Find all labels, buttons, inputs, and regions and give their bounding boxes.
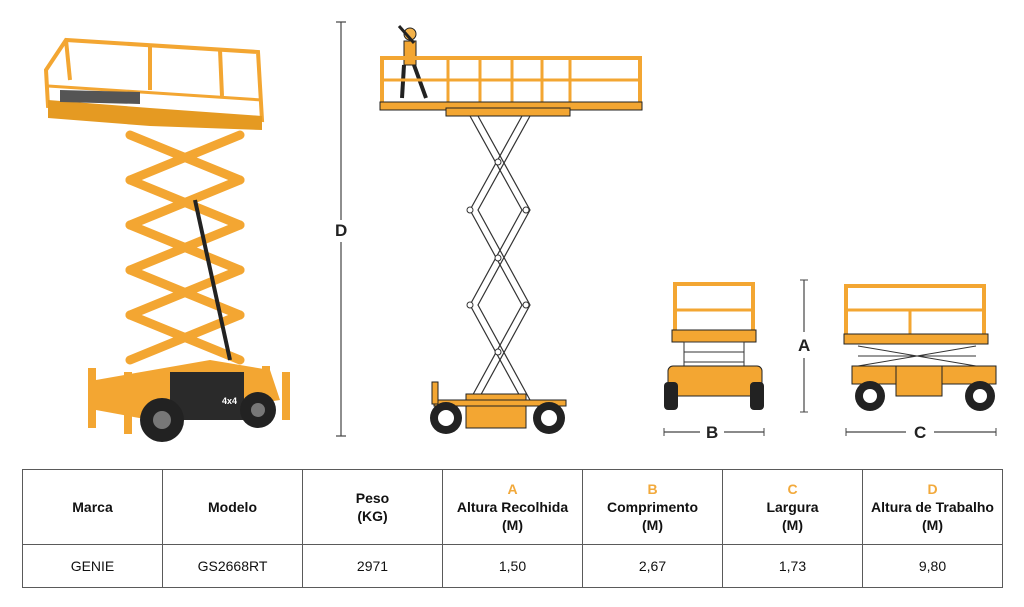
dimension-label-c: C <box>914 423 927 442</box>
table-header-row: Marca Modelo Peso (KG) A Altura Recolhid… <box>22 469 1003 545</box>
cell-comprimento: 2,67 <box>582 544 723 588</box>
scissor-lift-photo: 4x4 <box>43 37 290 442</box>
machine-decal: 4x4 <box>222 396 237 406</box>
lift-side-view <box>379 25 643 434</box>
cell-marca: GENIE <box>22 544 163 588</box>
dimension-c-line <box>845 428 997 436</box>
dimension-d-line <box>334 21 348 437</box>
header-modelo: Modelo <box>162 469 303 545</box>
cell-altura-trabalho: 9,80 <box>862 544 1003 588</box>
cell-peso: 2971 <box>302 544 443 588</box>
header-peso: Peso (KG) <box>302 469 443 545</box>
header-altura-trabalho: D Altura de Trabalho (M) <box>862 469 1003 545</box>
header-largura: C Largura (M) <box>722 469 863 545</box>
dimension-a-line <box>800 279 808 413</box>
dimension-label-d: D <box>335 221 348 240</box>
illustration-area: 4x4 <box>43 21 997 442</box>
header-altura-recolhida: A Altura Recolhida (M) <box>442 469 583 545</box>
header-comprimento: B Comprimento (M) <box>582 469 723 545</box>
dimension-label-a: A <box>798 336 811 355</box>
lift-front-view <box>664 282 764 410</box>
worker-figure <box>397 25 428 99</box>
table-row: GENIE GS2668RT 2971 1,50 2,67 1,73 9,80 <box>22 544 1003 588</box>
cell-modelo: GS2668RT <box>162 544 303 588</box>
cell-largura: 1,73 <box>722 544 863 588</box>
header-marca: Marca <box>22 469 163 545</box>
dimension-label-b: B <box>706 423 719 442</box>
spec-table: Marca Modelo Peso (KG) A Altura Recolhid… <box>22 469 1003 588</box>
dimension-b-line <box>663 428 765 436</box>
lift-stowed-side-view <box>843 284 997 411</box>
cell-altura-recolhida: 1,50 <box>442 544 583 588</box>
